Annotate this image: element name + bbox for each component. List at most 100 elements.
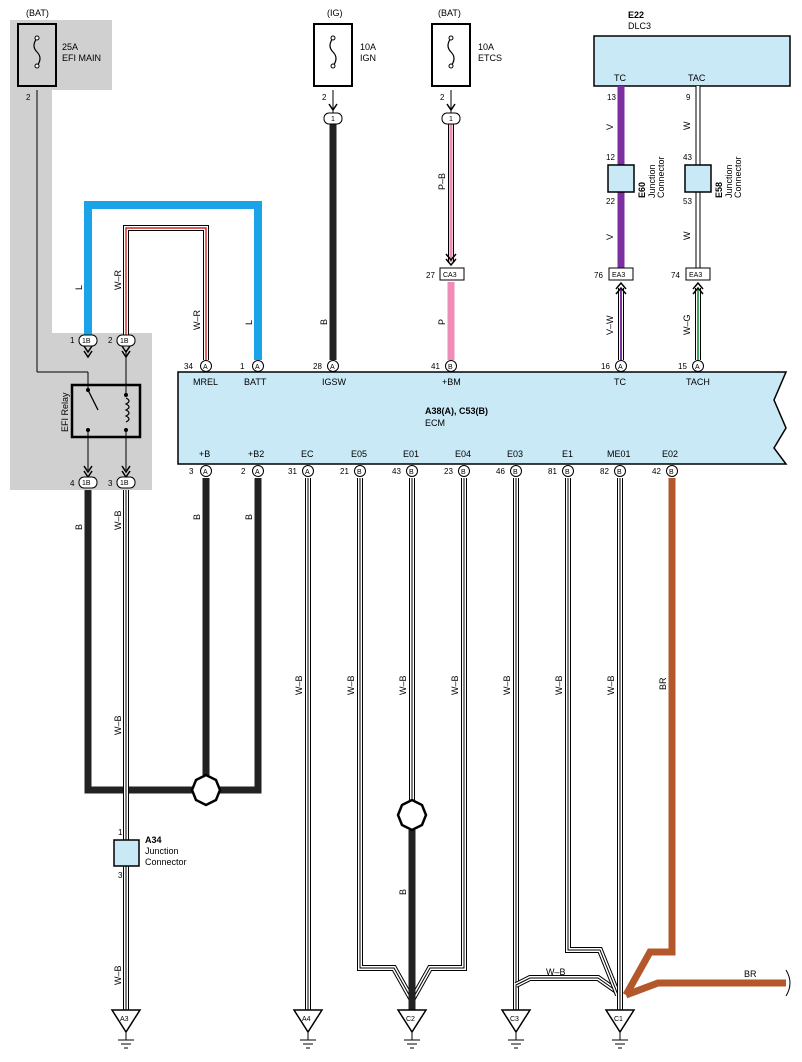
pin-conn: B: [461, 469, 466, 476]
pin-number: 16: [601, 362, 610, 371]
label-wb-c3: W–B: [546, 967, 566, 977]
label-wb-a3: W–B: [113, 965, 123, 985]
pin-name: E05: [351, 449, 367, 459]
pin-number: 3: [189, 467, 194, 476]
ecm-top-pin-tc: 16 A TC: [601, 360, 627, 387]
fuse-ign-source: (IG): [327, 8, 343, 18]
junction-a34: 1 3 A34 Junction Connector: [113, 828, 187, 880]
ea3-tach-label: EA3: [689, 272, 702, 279]
label-wr1: W–R: [113, 270, 123, 291]
ecm-bottom-pin-e03: E03 46 B: [496, 449, 523, 477]
dlc3-pin-tc-name: TC: [614, 73, 626, 83]
label-b-c2: B: [398, 889, 408, 895]
dlc3-code: E22: [628, 10, 644, 20]
ecm-top-pin-tach: 15 A TACH: [678, 360, 710, 387]
pin-name: +BM: [442, 377, 461, 387]
pin-name: ME01: [607, 449, 631, 459]
fuse-efi-main-pin: 2: [26, 93, 31, 102]
pin-number: 82: [600, 467, 609, 476]
wire-br-c1-out: [624, 979, 786, 999]
e60-pin-top: 12: [606, 153, 615, 162]
label-v2: V: [605, 234, 615, 240]
fuse-efi-main-amp: 25A: [62, 42, 78, 52]
wire-wr-mrel: [123, 225, 209, 360]
label-w1: W: [682, 121, 692, 130]
fuse-efi-main-source: (BAT): [26, 8, 49, 18]
a34-pin-bot: 3: [118, 871, 123, 880]
label-br1: BR: [658, 677, 668, 690]
pin-number: 2: [241, 467, 246, 476]
a34-name2: Connector: [145, 857, 187, 867]
ecm-top-pin-mrel: 34 A MREL: [184, 360, 218, 387]
relay-connector-2: 2 1B: [108, 334, 136, 359]
relay-connector-3: 3 1B: [108, 465, 136, 489]
ground-label: C1: [614, 1016, 623, 1023]
fuse-etcs-amp: 10A: [478, 42, 494, 52]
relay-connector-1: 1 1B: [70, 334, 98, 359]
wire-wb-e05: [357, 478, 415, 1002]
label-br2: BR: [744, 969, 757, 979]
wire-wb-e04: [409, 478, 467, 1002]
ground-label: C3: [510, 1016, 519, 1023]
label-b-ig: B: [319, 319, 329, 325]
a34-code: A34: [145, 835, 162, 845]
fuse-etcs-name: ETCS: [478, 53, 502, 63]
pin-conn: A: [203, 469, 208, 476]
ground-a3: A3: [110, 1009, 142, 1049]
label-wb-e01: W–B: [398, 675, 408, 695]
pin-number: 15: [678, 362, 687, 371]
fuse-etcs-source: (BAT): [438, 8, 461, 18]
ground-label: A4: [302, 1016, 311, 1023]
dlc3-pin-tac-name: TAC: [688, 73, 706, 83]
pin-name: E04: [455, 449, 471, 459]
dlc3-connector: E22 DLC3 TC TAC 13 9: [593, 10, 791, 102]
ea3-tach-pin: 74: [671, 271, 680, 280]
pin-number: 43: [392, 467, 401, 476]
pin-name: E03: [507, 449, 523, 459]
relay-pin-3: 3: [108, 479, 113, 488]
pin-number: 42: [652, 467, 661, 476]
e58-name: Junction: [724, 164, 734, 198]
relay-conn-4: 1B: [82, 480, 91, 487]
ecm-bottom-pin-b: +B 3 A: [189, 449, 212, 477]
e60-name2: Connector: [656, 156, 666, 198]
inline-ea3-tach-connector: EA3 74: [671, 267, 711, 295]
pin-name: +B2: [248, 449, 264, 459]
ecm-top-pin-bm: 41 B +BM: [431, 360, 461, 387]
ecm-top-pin-igsw: 28 A IGSW: [313, 360, 347, 387]
pin-conn: A: [330, 364, 335, 371]
label-wg: W–G: [682, 314, 692, 335]
fuse-efi-main: (BAT) 25A EFI MAIN 2: [17, 8, 101, 102]
label-b-relay: B: [74, 524, 84, 530]
label-v1: V: [605, 124, 615, 130]
inline-ea3-tc-connector: EA3 76: [594, 267, 634, 295]
label-wb-me01: W–B: [606, 675, 616, 695]
ground-label: C2: [406, 1016, 415, 1023]
junction-e58: 43 53 E58 Junction Connector: [683, 153, 743, 206]
pin-number: 23: [444, 467, 453, 476]
pin-name: E01: [403, 449, 419, 459]
e58-pin-bot: 53: [683, 197, 692, 206]
wire-wb-c3-link: [514, 975, 620, 995]
ca3-label: CA3: [443, 272, 457, 279]
splice-b-relay: [190, 773, 222, 807]
pin-name: EC: [301, 449, 314, 459]
pin-conn: B: [617, 469, 622, 476]
ecm-bottom-pin-e01: E01 43 B: [392, 449, 419, 477]
pin-number: 34: [184, 362, 193, 371]
e60-code: E60: [637, 182, 647, 198]
ground-c1: C1: [604, 1009, 636, 1049]
pin-conn: B: [357, 469, 362, 476]
inline-ig-connector: 1: [323, 103, 343, 125]
relay-connector-4: 4 1B: [70, 465, 98, 489]
pin-number: 41: [431, 362, 440, 371]
e58-pin-top: 43: [683, 153, 692, 162]
label-wb-ec: W–B: [294, 675, 304, 695]
inline-ca3-connector: CA3 27: [426, 253, 465, 281]
e60-name: Junction: [647, 164, 657, 198]
ecm-bottom-pin-me01: ME01 82 B: [600, 449, 631, 477]
pin-number: 28: [313, 362, 322, 371]
wire-color-labels: L L W–R W–R B P–B P V V V–W W W W–G B W–…: [74, 121, 757, 985]
pin-name: MREL: [193, 377, 218, 387]
